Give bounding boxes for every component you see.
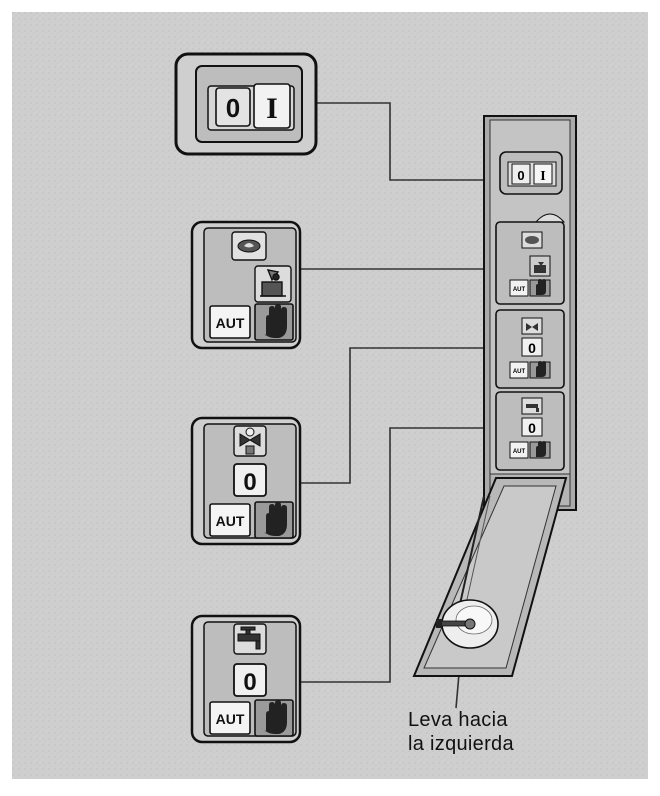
module-3-aut-label: AUT xyxy=(216,711,245,727)
callout-line-module-3 xyxy=(300,427,500,683)
module-2-aut-label: AUT xyxy=(216,513,245,529)
module-burner: AUT xyxy=(190,220,302,350)
cam-caption: Leva hacia la izquierda xyxy=(408,708,608,756)
cabinet-aut-label-3: AUT xyxy=(513,449,526,455)
power-on-button[interactable] xyxy=(253,83,291,129)
faucet-icon xyxy=(237,626,261,650)
cabinet-aut-label-2: AUT xyxy=(513,369,526,375)
module-2-aut-button[interactable] xyxy=(209,503,251,537)
power-off-button[interactable] xyxy=(215,87,251,127)
callout-line-module-2 xyxy=(300,347,500,484)
cabinet-aut-label-1: AUT xyxy=(513,287,526,293)
caption-line-1: Leva hacia xyxy=(408,709,508,731)
cam-lever[interactable] xyxy=(436,618,476,630)
control-cabinet: 0 I AUT 0 AUT 0 AUT xyxy=(483,115,577,511)
cabinet-zero-label-2: 0 xyxy=(528,340,536,356)
module-2-zero-label: 0 xyxy=(243,469,256,496)
module-faucet: 0 AUT xyxy=(190,614,302,744)
module-1-aut-label: AUT xyxy=(216,315,245,331)
power-on-label: I xyxy=(266,92,278,125)
cabinet-off-label: 0 xyxy=(517,168,524,183)
module-3-aut-button[interactable] xyxy=(209,701,251,735)
fan-icon xyxy=(239,427,261,455)
module-3-zero-button[interactable] xyxy=(233,663,267,697)
cabinet-door xyxy=(412,477,568,677)
caption-line-2: la izquierda xyxy=(408,733,514,755)
hand-icon xyxy=(263,502,287,536)
module-3-zero-label: 0 xyxy=(243,669,256,696)
cabinet-on-label: I xyxy=(540,169,545,184)
hand-icon xyxy=(263,700,287,734)
hand-icon xyxy=(263,304,287,338)
power-off-label: 0 xyxy=(226,93,240,123)
callout-lines xyxy=(300,102,500,709)
cabinet-zero-label-3: 0 xyxy=(528,420,536,436)
fan-motor-icon xyxy=(260,269,286,297)
fan-button[interactable] xyxy=(233,425,267,457)
module-fan: 0 AUT xyxy=(190,416,302,546)
burner-flame-icon xyxy=(237,239,261,253)
module-1-aut-button[interactable] xyxy=(209,305,251,339)
power-switch: 0 I xyxy=(174,52,318,156)
callout-line-power xyxy=(316,102,500,181)
module-2-zero-button[interactable] xyxy=(233,463,267,497)
